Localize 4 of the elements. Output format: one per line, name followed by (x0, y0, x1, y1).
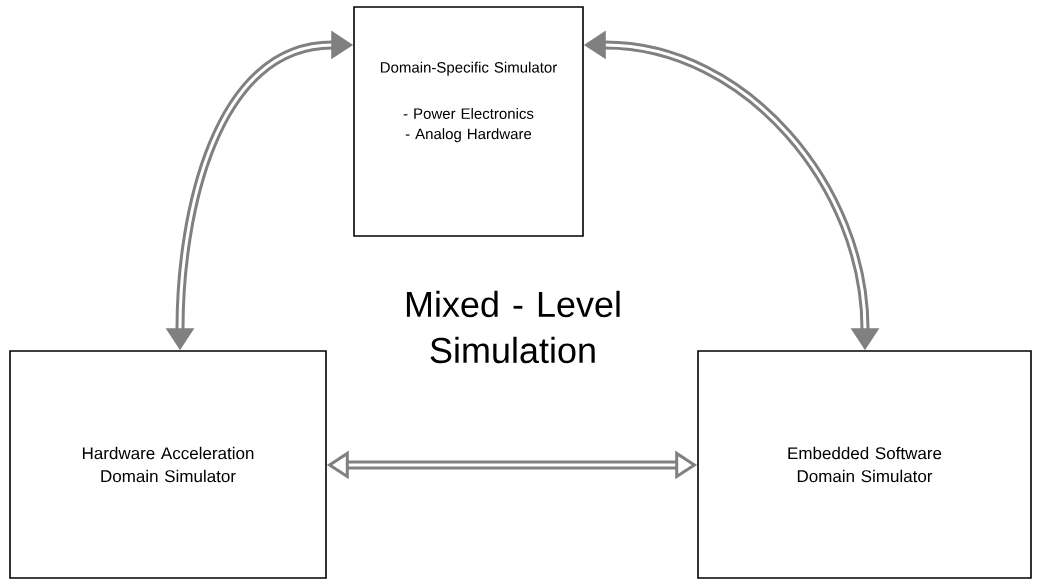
center-label: Mixed - Level Simulation (406, 290, 620, 364)
simulator-box: Embedded Software Domain Simulator (697, 350, 1032, 579)
simulator-box: Hardware Acceleration Domain Simulator (9, 350, 327, 579)
simulator-box: Domain-Specific Simulator - Power Electronics - Analog Hardware (353, 6, 584, 237)
